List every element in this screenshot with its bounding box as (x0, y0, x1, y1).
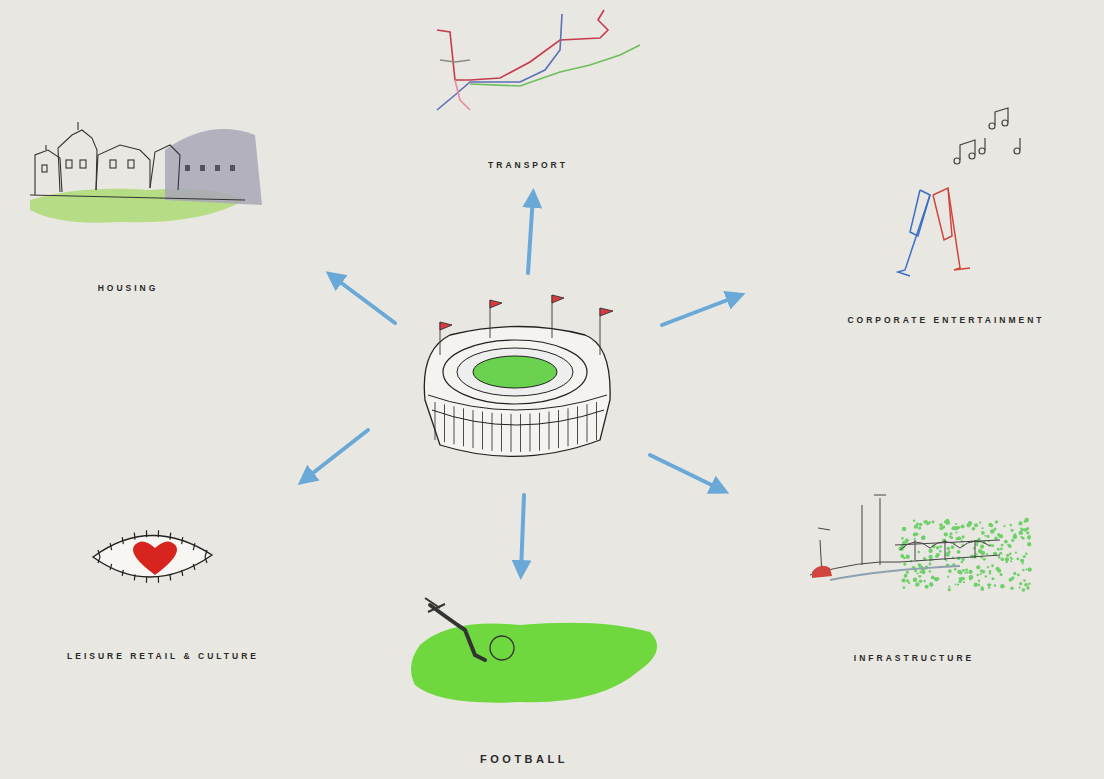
arrows (304, 196, 738, 572)
champagne-glasses (898, 108, 1020, 276)
eye-heart (93, 530, 212, 582)
category-label: CORPORATE ENTERTAINMENT (847, 315, 1044, 325)
infrastructure-sketch (810, 495, 1032, 592)
category-label: FOOTBALL (480, 753, 568, 765)
stadium-sketch (424, 295, 613, 456)
category-label: TRANSPORT (488, 160, 568, 170)
football-sketch (411, 598, 657, 703)
category-label: LEISURE RETAIL & CULTURE (67, 651, 259, 661)
category-label: HOUSING (98, 283, 159, 293)
category-label: INFRASTRUCTURE (854, 653, 974, 663)
housing-sketch (30, 122, 262, 223)
transport-map (437, 10, 640, 110)
